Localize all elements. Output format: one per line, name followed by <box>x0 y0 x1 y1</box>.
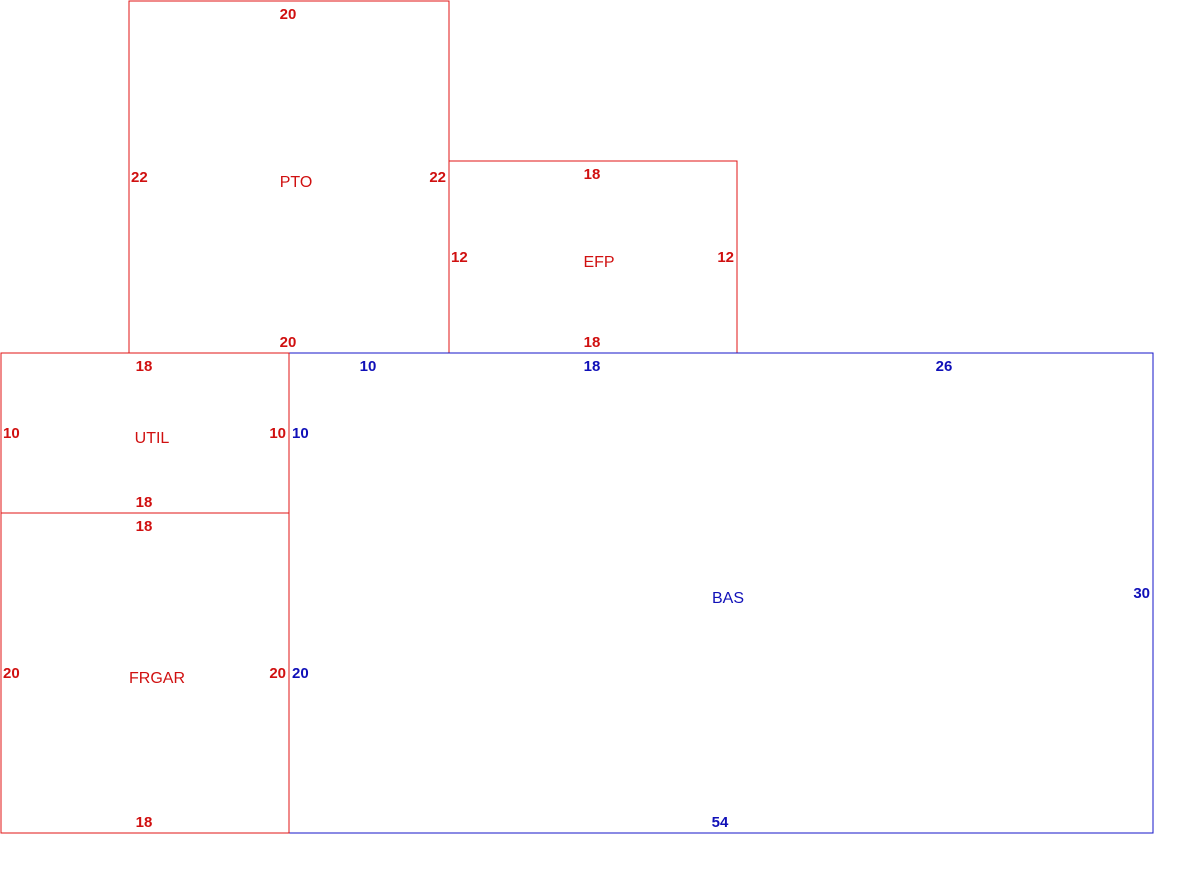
util-dim-right: 10 <box>269 425 286 442</box>
pto-dim-top: 20 <box>280 6 297 23</box>
efp-label: EFP <box>583 254 614 271</box>
area-efp: EFP 18 12 12 18 <box>448 160 738 354</box>
area-bas: BAS 10 18 26 10 20 30 54 <box>288 352 1154 834</box>
efp-dim-left: 12 <box>451 249 468 266</box>
bas-dim-right: 30 <box>1133 585 1150 602</box>
efp-dim-top: 18 <box>584 166 601 183</box>
util-label: UTIL <box>135 430 170 447</box>
pto-dim-right: 22 <box>429 169 446 186</box>
pto-dim-left: 22 <box>131 169 148 186</box>
pto-label: PTO <box>280 174 313 191</box>
util-dim-top: 18 <box>136 358 153 375</box>
area-util: UTIL 18 10 10 18 <box>0 352 290 514</box>
area-frgar: FRGAR 18 20 20 18 <box>0 512 290 834</box>
bas-dim-top-a: 10 <box>360 358 377 375</box>
frgar-label: FRGAR <box>129 670 185 687</box>
pto-dim-bottom: 20 <box>280 334 297 351</box>
frgar-dim-bottom: 18 <box>136 814 153 831</box>
frgar-dim-right: 20 <box>269 665 286 682</box>
area-pto: PTO 20 22 22 20 <box>128 0 450 354</box>
bas-dim-top-b: 18 <box>584 358 601 375</box>
bas-dim-left-upper: 10 <box>292 425 309 442</box>
frgar-dim-left: 20 <box>3 665 20 682</box>
bas-dim-left-lower: 20 <box>292 665 309 682</box>
bas-dim-bottom: 54 <box>712 814 729 831</box>
util-dim-bottom: 18 <box>136 494 153 511</box>
bas-dim-top-c: 26 <box>936 358 953 375</box>
frgar-dim-top: 18 <box>136 518 153 535</box>
efp-dim-bottom: 18 <box>584 334 601 351</box>
efp-dim-right: 12 <box>717 249 734 266</box>
bas-label: BAS <box>712 590 744 607</box>
frgar-outline <box>0 512 290 834</box>
util-dim-left: 10 <box>3 425 20 442</box>
